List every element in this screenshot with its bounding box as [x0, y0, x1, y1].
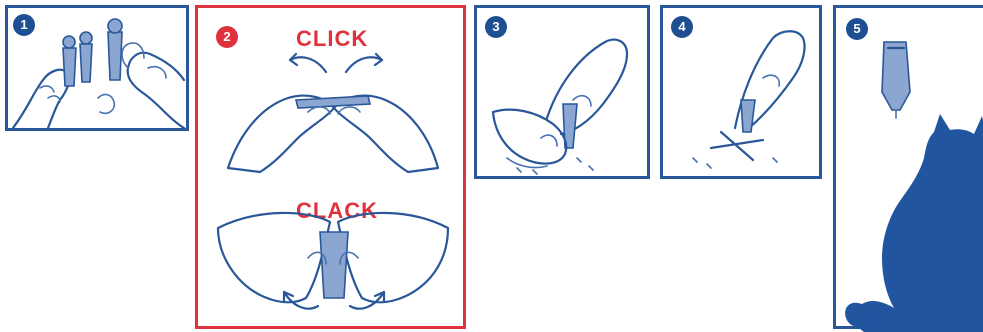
cat-silhouette-icon: [836, 8, 983, 332]
step-3-panel: 3: [474, 5, 650, 179]
hands-holding-pipettes-icon: [8, 8, 192, 134]
hands-bending-pipette-icon: [477, 8, 653, 182]
step-1-panel: 1: [5, 5, 189, 131]
step-4-panel: 4: [660, 5, 822, 179]
step-2-panel: 2 CLICK CLACK: [195, 5, 466, 329]
hand-applying-pipette-icon: [663, 8, 825, 182]
hands-snapping-pipette-icon: [198, 8, 469, 332]
step-5-panel: 5: [833, 5, 983, 329]
